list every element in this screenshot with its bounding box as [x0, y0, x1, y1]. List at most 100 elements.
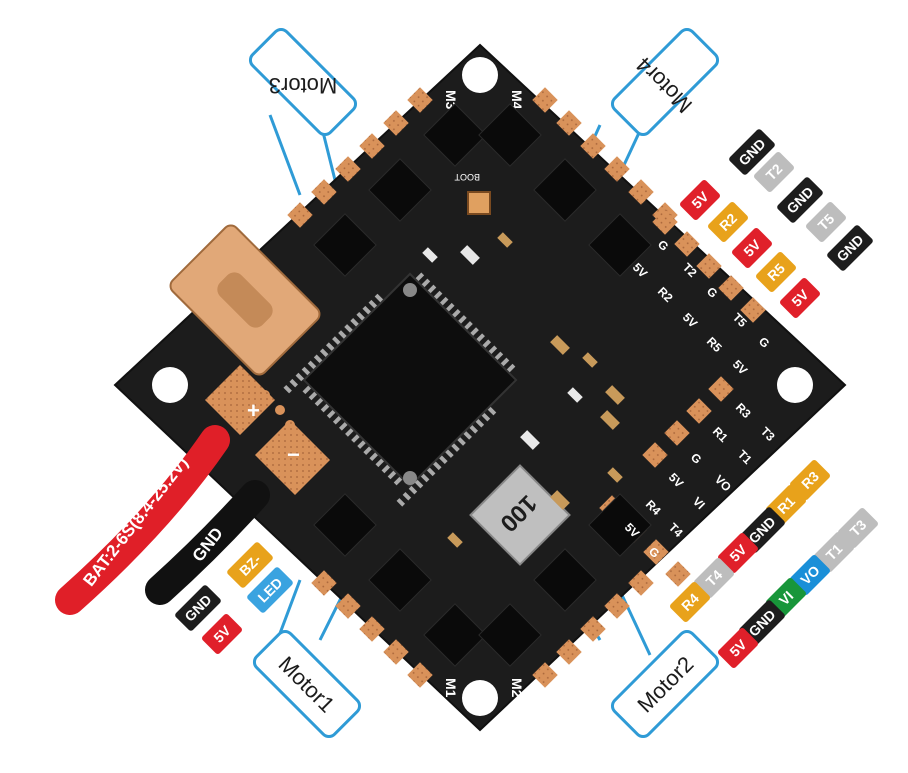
uart-pad — [718, 275, 744, 301]
motor1-pad — [335, 593, 361, 619]
motor4-pad — [580, 133, 606, 159]
pin-tag-bg — [732, 228, 772, 268]
pin-tag: T5 — [806, 202, 846, 242]
pin-tag-bg — [680, 180, 720, 220]
uart-pad — [665, 561, 691, 587]
uart-pad — [664, 420, 690, 446]
pin-tag: 5V — [718, 533, 758, 573]
motor2-pad — [604, 593, 630, 619]
mcu-pin — [463, 431, 472, 440]
mount-hole-left — [152, 367, 188, 403]
uart-pad — [643, 539, 669, 565]
smd-component — [605, 385, 625, 405]
motor3-pad — [407, 87, 433, 113]
pin-tag-bg — [227, 542, 273, 588]
mcu-pin — [308, 391, 318, 401]
mcu-pin — [482, 339, 492, 348]
pin-tag-bg — [202, 614, 242, 654]
solder-point — [275, 405, 285, 415]
mosfet — [368, 158, 432, 222]
motor1-pad — [359, 616, 385, 642]
mcu-pin — [476, 333, 485, 342]
mcu-pin — [452, 309, 461, 318]
mcu-pin — [420, 473, 430, 483]
smd-component — [600, 410, 620, 430]
pin-tag-bg — [694, 558, 734, 598]
mcu-pin — [457, 437, 466, 446]
uart-pad — [740, 297, 766, 323]
smd-component — [550, 335, 570, 355]
pin-tag-bg — [827, 225, 873, 271]
mcu-pin — [332, 416, 342, 425]
pin-tag-bg — [729, 129, 775, 175]
boot-button[interactable] — [467, 191, 491, 215]
mcu-pin — [426, 467, 436, 477]
mount-hole-right — [777, 367, 813, 403]
mcu-pin — [314, 397, 324, 407]
mcu-pin — [414, 479, 424, 489]
pin-tag: 5V — [680, 180, 720, 220]
pad-label-m1: M1 — [443, 678, 459, 698]
pin-tag-bg — [718, 533, 758, 573]
mcu-pin — [289, 378, 298, 388]
mcu-pin — [488, 345, 498, 354]
usb-c-port[interactable] — [167, 222, 323, 378]
mcu-pin — [427, 284, 437, 294]
mcu-pin — [283, 384, 292, 394]
mcu-pin — [313, 354, 323, 364]
mcu-pin — [439, 455, 448, 465]
mcu-pin — [351, 434, 360, 443]
pin-tag: R3 — [790, 460, 830, 500]
motor4-pad — [556, 110, 582, 136]
uart-pad — [652, 209, 678, 235]
uart-pad — [642, 442, 668, 468]
motor3-pad — [383, 110, 409, 136]
mcu-pin — [332, 336, 341, 345]
pin-tag: T3 — [838, 508, 878, 548]
mcu-pin — [325, 342, 335, 351]
motor1-pad — [311, 570, 337, 596]
motor1-pad — [383, 639, 409, 665]
pin-tag: R4 — [670, 582, 710, 622]
mcu-pin — [301, 366, 311, 376]
mcu-pin — [357, 440, 366, 449]
mcu-pin — [369, 452, 378, 462]
plus-mark: + — [247, 398, 260, 423]
mcu-pin — [344, 324, 353, 333]
mosfet — [423, 103, 487, 167]
motor3-pad — [311, 179, 337, 205]
mcu-chip — [283, 272, 518, 507]
pin-tag-bg — [175, 585, 221, 631]
mount-hole-top — [462, 57, 498, 93]
mosfet — [533, 158, 597, 222]
pin-tag: T4 — [694, 558, 734, 598]
mcu-pin — [464, 321, 473, 330]
battery-positive-pad — [205, 365, 275, 435]
mcu-pin — [381, 464, 391, 474]
mcu-pin — [326, 409, 336, 419]
mcu-marker-dot-2 — [403, 471, 417, 485]
uart-pad — [708, 376, 734, 402]
motor3-frame: Motor3 — [248, 27, 365, 196]
uart-pad — [674, 231, 700, 257]
mcu-pin — [345, 428, 354, 437]
pin-tag: R5 — [756, 252, 796, 292]
mcu-pin — [433, 461, 442, 471]
mosfet — [478, 103, 542, 167]
pin-tag-bg — [718, 628, 758, 668]
uart-pad — [696, 253, 722, 279]
motor3-pad — [287, 202, 313, 228]
motor1-pad — [407, 662, 433, 688]
mcu-pin — [396, 498, 406, 507]
motor3-pad — [335, 156, 361, 182]
pin-tag-bg — [790, 555, 830, 595]
mcu-marker-dot — [403, 283, 417, 297]
mcu-pin — [433, 290, 443, 300]
motor4-pad — [628, 179, 654, 205]
mcu-pin — [295, 372, 305, 382]
smd-component — [497, 232, 513, 248]
